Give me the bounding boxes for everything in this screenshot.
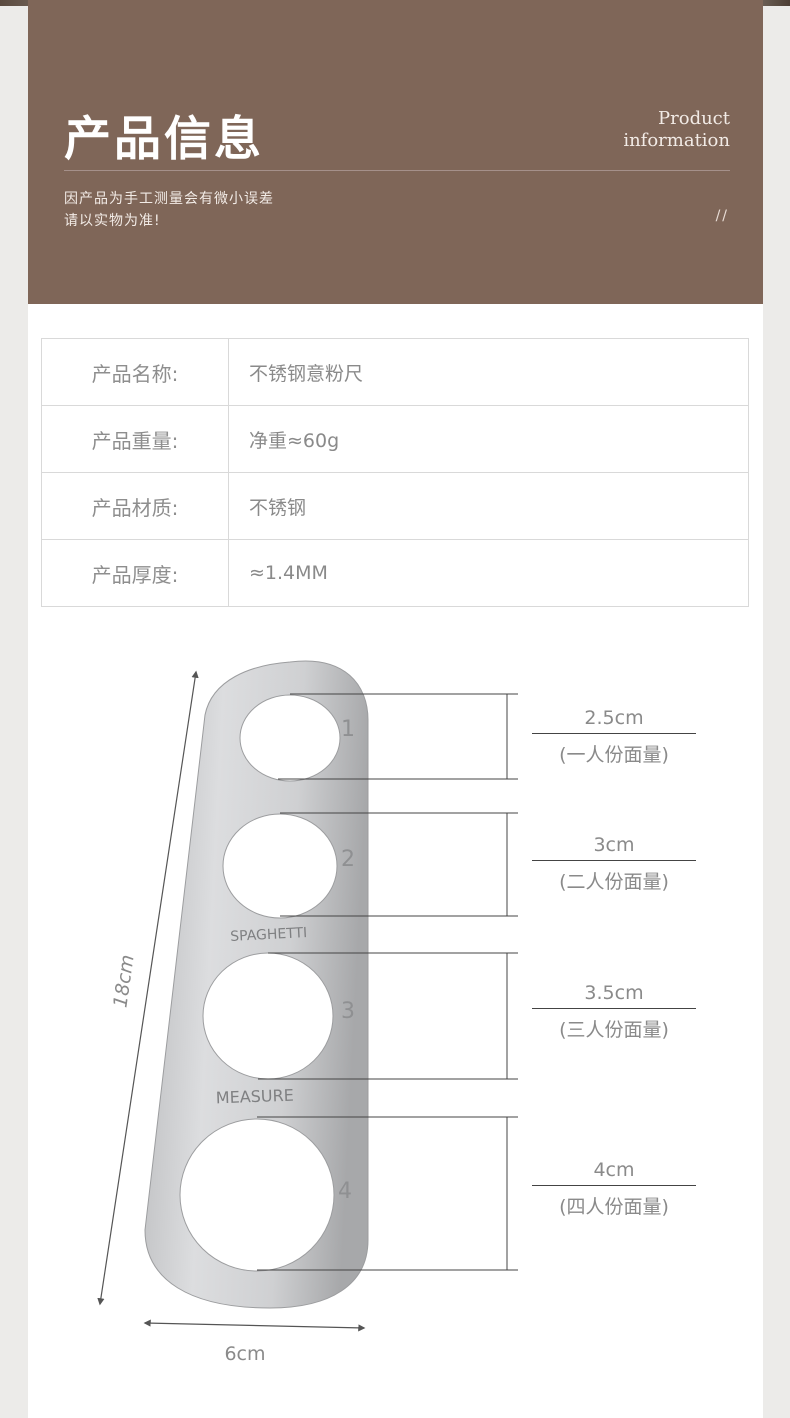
spec-value: ≈1.4MM [228, 539, 749, 607]
hole-1-label: 2.5cm (一人份面量) [532, 703, 696, 767]
length-label: 18cm [109, 953, 138, 1009]
spec-value: 不锈钢 [228, 472, 749, 540]
spec-table: 产品名称: 不锈钢意粉尺 产品重量: 净重≈60g 产品材质: 不锈钢 产品厚度… [41, 338, 749, 607]
spec-value: 净重≈60g [228, 405, 749, 473]
measurement-note: 因产品为手工测量会有微小误差 请以实物为准! [64, 188, 274, 232]
decorative-slash: // [715, 208, 729, 224]
spec-row: 产品材质: 不锈钢 [41, 472, 749, 540]
note-line2: 请以实物为准! [64, 213, 161, 229]
spaghetti-measure-drawing: 1 2 3 4 SPAGHETTI MEASURE 18c [97, 660, 518, 1365]
width-label: 6cm [224, 1343, 265, 1365]
spec-value: 不锈钢意粉尺 [228, 338, 749, 406]
engraving-measure: MEASURE [216, 1086, 295, 1108]
width-arrow [143, 1319, 366, 1332]
hole-4-label: 4cm (四人份面量) [532, 1155, 696, 1219]
spec-label: 产品名称: [41, 338, 229, 406]
hole-size: 4cm [532, 1155, 696, 1186]
hole-size: 3.5cm [532, 978, 696, 1009]
spec-row: 产品厚度: ≈1.4MM [41, 539, 749, 607]
engraving-spaghetti: SPAGHETTI [230, 925, 308, 945]
page-title: 产品信息 [64, 112, 264, 167]
hole-number: 3 [341, 999, 355, 1024]
spec-row: 产品名称: 不锈钢意粉尺 [41, 338, 749, 406]
hole-servings: (三人份面量) [559, 1019, 669, 1041]
spec-label: 产品材质: [41, 472, 229, 540]
hole-servings: (二人份面量) [559, 871, 669, 893]
spec-row: 产品重量: 净重≈60g [41, 405, 749, 473]
hole-number: 1 [341, 717, 355, 742]
product-body [144, 660, 369, 1309]
spec-label: 产品厚度: [41, 539, 229, 607]
hole-servings: (一人份面量) [559, 744, 669, 766]
english-title-line2: information [623, 130, 730, 151]
hole-servings: (四人份面量) [559, 1196, 669, 1218]
english-title-line1: Product [658, 108, 730, 129]
hole-2-bracket [280, 812, 518, 917]
hole-2-label: 3cm (二人份面量) [532, 830, 696, 894]
hole-3-label: 3.5cm (三人份面量) [532, 978, 696, 1042]
hole-size: 3cm [532, 830, 696, 861]
note-line1: 因产品为手工测量会有微小误差 [64, 191, 274, 207]
hole-3-bracket [258, 952, 518, 1080]
hole-number: 2 [341, 847, 355, 872]
product-diagram: 1 2 3 4 SPAGHETTI MEASURE 18c [0, 640, 790, 1400]
header-divider [64, 170, 730, 171]
header-banner: 产品信息 Product information 因产品为手工测量会有微小误差 … [28, 0, 763, 304]
hole-number: 4 [338, 1179, 352, 1204]
spec-label: 产品重量: [41, 405, 229, 473]
english-title: Product information [623, 108, 730, 152]
hole-4-bracket [257, 1116, 518, 1271]
length-arrow [97, 670, 199, 1306]
hole-size: 2.5cm [532, 703, 696, 734]
hole-1-bracket [278, 693, 518, 780]
